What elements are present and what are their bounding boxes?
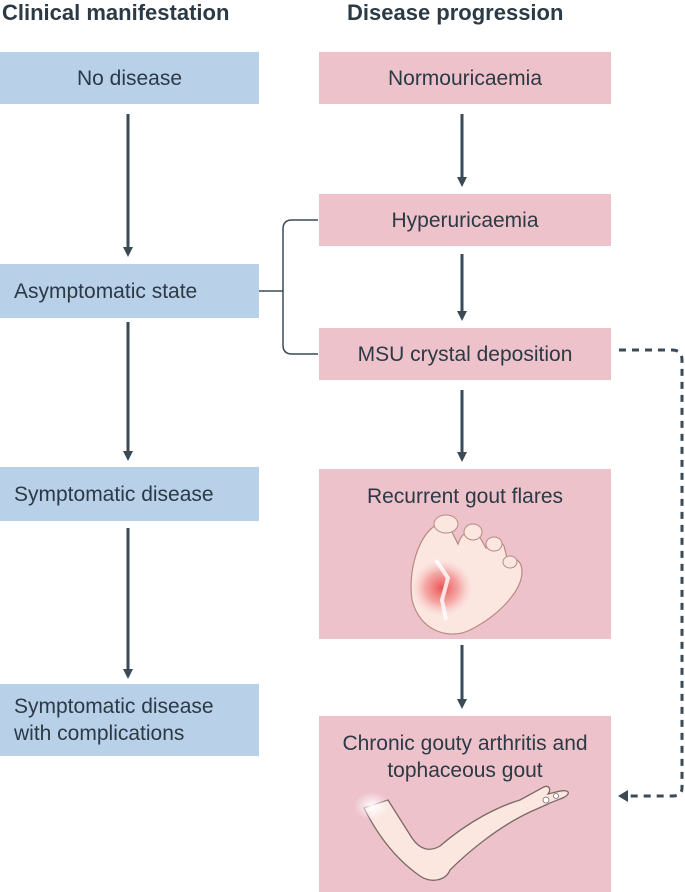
msu-crystal-deposition-label: MSU crystal deposition [357,342,573,366]
asymptomatic-state-box: Asymptomatic state [0,264,259,318]
disease-progression-heading: Disease progression [347,0,564,25]
chronic-gouty-arthritis-label: Chronic gouty arthritis and tophaceous g… [342,732,588,782]
symptomatic-disease-box: Symptomatic disease [0,467,259,521]
no-disease-box: No disease [0,52,259,104]
no-disease-label: No disease [76,66,183,90]
hyperuricaemia-box: Hyperuricaemia [319,194,611,246]
msu-crystal-deposition-box: MSU crystal deposition [319,328,611,380]
recurrent-gout-flares-label: Recurrent gout flares [366,485,564,508]
hyperuricaemia-label: Hyperuricaemia [391,208,539,232]
normouricaemia-box: Normouricaemia [319,52,611,104]
arm-with-tophi-illustration [354,785,569,881]
clinical-manifestation-heading: Clinical manifestation [2,0,230,25]
symptomatic-disease-complications-box: Symptomatic disease with complications [0,684,259,756]
asymptomatic-bracket [259,219,318,355]
symptomatic-disease-label: Symptomatic disease [14,482,214,506]
asymptomatic-state-label: Asymptomatic state [14,279,198,303]
inflamed-toe-joint-illustration [410,514,523,635]
dashed-arrow-msu-to-chronic [619,348,684,798]
symptomatic-disease-complications-label: Symptomatic disease with complications [14,695,214,745]
normouricaemia-label: Normouricaemia [387,66,543,90]
